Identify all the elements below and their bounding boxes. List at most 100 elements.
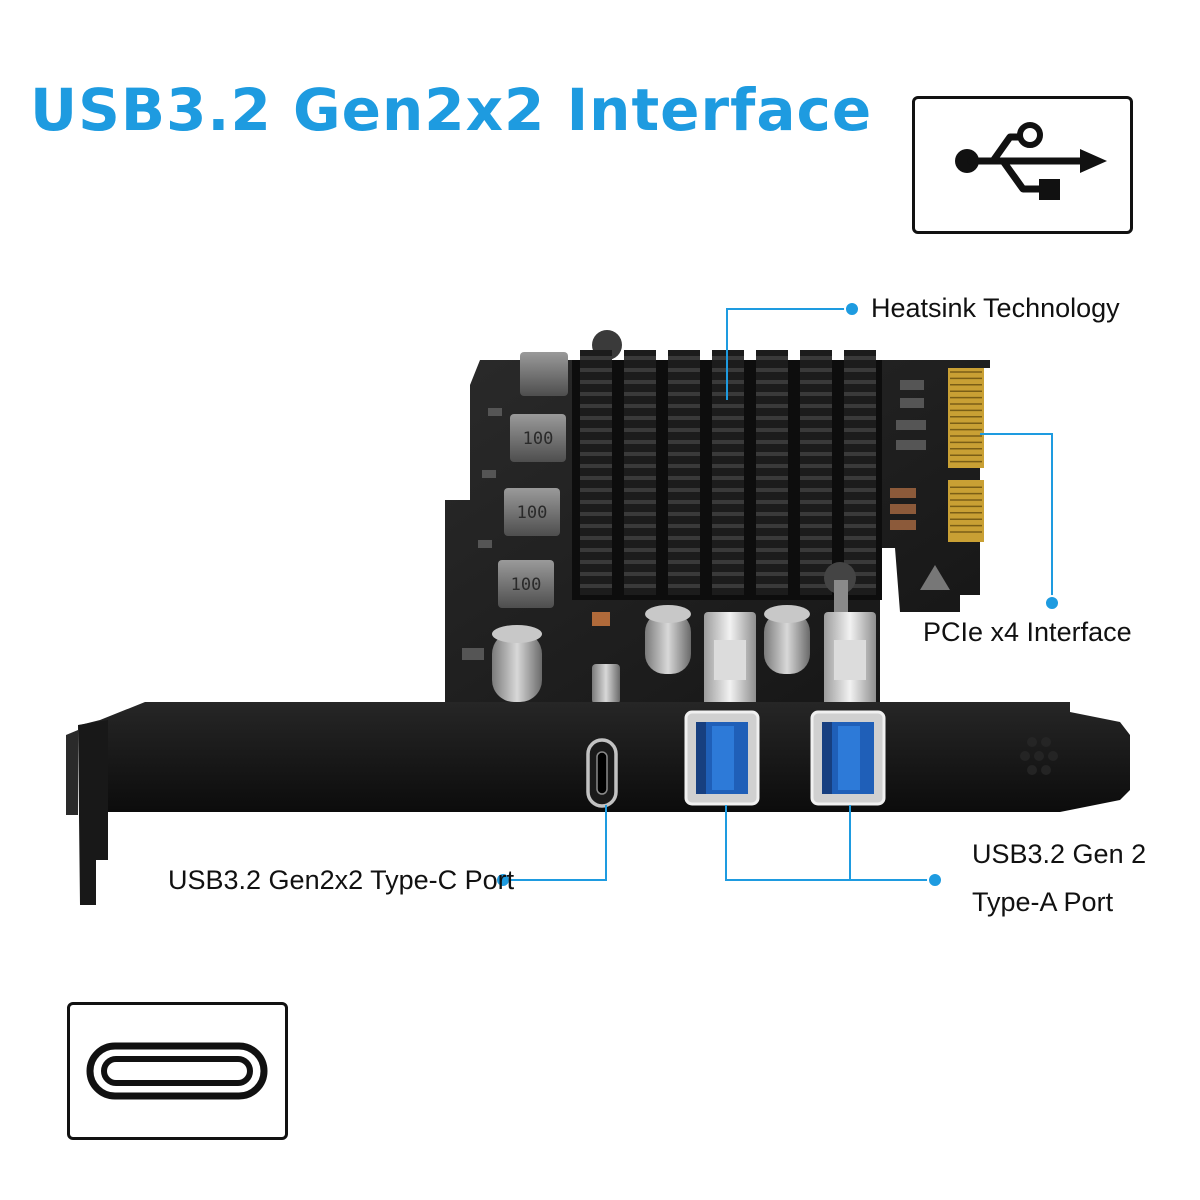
- heatsink-fin: [624, 464, 656, 468]
- heatsink-fin: [844, 404, 876, 408]
- typea-port-right: [810, 710, 886, 806]
- heatsink-fin: [712, 440, 744, 444]
- heatsink-fin: [800, 440, 832, 444]
- heatsink-fin: [580, 368, 612, 372]
- heatsink-fin-column: [624, 350, 656, 595]
- heatsink-fin: [624, 524, 656, 528]
- heatsink-fin: [712, 428, 744, 432]
- heatsink-fin: [712, 368, 744, 372]
- heatsink-fin: [580, 356, 612, 360]
- heatsink-fin: [624, 548, 656, 552]
- heatsink-fin: [712, 584, 744, 588]
- heatsink-fin: [580, 536, 612, 540]
- heatsink-fin: [800, 452, 832, 456]
- heatsink-fin: [800, 488, 832, 492]
- heatsink-fin: [712, 392, 744, 396]
- heatsink-fin-column: [580, 350, 612, 595]
- heatsink-fin: [668, 440, 700, 444]
- power-chokes: 100 100 100: [498, 330, 622, 608]
- heatsink-fin: [580, 584, 612, 588]
- heatsink-fin: [800, 380, 832, 384]
- heatsink-fin: [844, 488, 876, 492]
- heatsink-fin: [624, 476, 656, 480]
- heatsink-fin: [756, 488, 788, 492]
- typea-port-left: [684, 710, 760, 806]
- callout-typea-line1: USB3.2 Gen 2: [972, 839, 1147, 869]
- heatsink-fin: [668, 428, 700, 432]
- heatsink-fin: [580, 512, 612, 516]
- heatsink-fin: [756, 452, 788, 456]
- heatsink-fin: [800, 584, 832, 588]
- heatsink-fin: [668, 476, 700, 480]
- heatsink-fin: [624, 380, 656, 384]
- heatsink-fin: [712, 500, 744, 504]
- heatsink-fin: [580, 380, 612, 384]
- heatsink-fin: [712, 404, 744, 408]
- heatsink-fin: [624, 416, 656, 420]
- heatsink-fin: [580, 428, 612, 432]
- heatsink-fin: [624, 440, 656, 444]
- page-title: USB3.2 Gen2x2 Interface: [30, 76, 873, 144]
- heatsink-fin: [756, 572, 788, 576]
- heatsink-fin: [800, 416, 832, 420]
- heatsink-fin: [624, 452, 656, 456]
- svg-text:100: 100: [511, 575, 542, 595]
- heatsink-fin: [624, 572, 656, 576]
- heatsink-fin: [624, 584, 656, 588]
- heatsink-fin: [580, 548, 612, 552]
- heatsink-fin: [844, 524, 876, 528]
- heatsink-fin: [668, 392, 700, 396]
- heatsink-fin: [668, 572, 700, 576]
- heatsink-fin-column: [844, 350, 876, 595]
- heatsink-fin: [756, 404, 788, 408]
- heatsink-fin: [756, 416, 788, 420]
- heatsink-fin: [668, 536, 700, 540]
- heatsink-fin: [580, 464, 612, 468]
- heatsink-fin: [624, 428, 656, 432]
- heatsink-fin: [712, 476, 744, 480]
- heatsink-fin: [844, 584, 876, 588]
- heatsink-fin: [668, 368, 700, 372]
- heatsink-fin: [844, 452, 876, 456]
- heatsink-fin: [580, 524, 612, 528]
- heatsink-fin-column: [668, 350, 700, 595]
- heatsink-fin: [668, 404, 700, 408]
- heatsink-fin: [668, 416, 700, 420]
- heatsink-fin: [800, 560, 832, 564]
- heatsink-fin: [712, 512, 744, 516]
- heatsink-fin: [668, 584, 700, 588]
- usb-shells: [704, 612, 876, 708]
- heatsink-fin: [712, 464, 744, 468]
- heatsink-fin: [844, 572, 876, 576]
- heatsink-fin: [756, 500, 788, 504]
- heatsink-fin: [624, 356, 656, 360]
- heatsink-fin: [756, 440, 788, 444]
- heatsink-fin: [800, 368, 832, 372]
- heatsink-fin: [844, 356, 876, 360]
- heatsink-fin: [800, 476, 832, 480]
- heatsink-fin-column: [712, 350, 744, 595]
- heatsink-fin: [624, 536, 656, 540]
- heatsink-fin: [756, 428, 788, 432]
- heatsink-fin: [624, 488, 656, 492]
- usb-icon-box: [912, 96, 1133, 234]
- heatsink-fin: [580, 404, 612, 408]
- heatsink-fin-column: [756, 350, 788, 595]
- callout-pcie: PCIe x4 Interface: [923, 617, 1132, 647]
- heatsink-fin: [756, 392, 788, 396]
- svg-text:100: 100: [517, 503, 548, 523]
- heatsink-fin: [624, 392, 656, 396]
- heatsink-fin: [800, 536, 832, 540]
- heatsink-fin: [800, 392, 832, 396]
- svg-text:100: 100: [523, 429, 554, 449]
- heatsink-fin: [844, 536, 876, 540]
- heatsink-fin: [668, 464, 700, 468]
- heatsink-fin: [844, 512, 876, 516]
- callout-heatsink: Heatsink Technology: [871, 293, 1120, 323]
- heatsink-fin: [668, 500, 700, 504]
- heatsink-fin: [580, 560, 612, 564]
- heatsink-fin: [800, 356, 832, 360]
- heatsink-fin: [712, 416, 744, 420]
- heatsink-fin: [844, 380, 876, 384]
